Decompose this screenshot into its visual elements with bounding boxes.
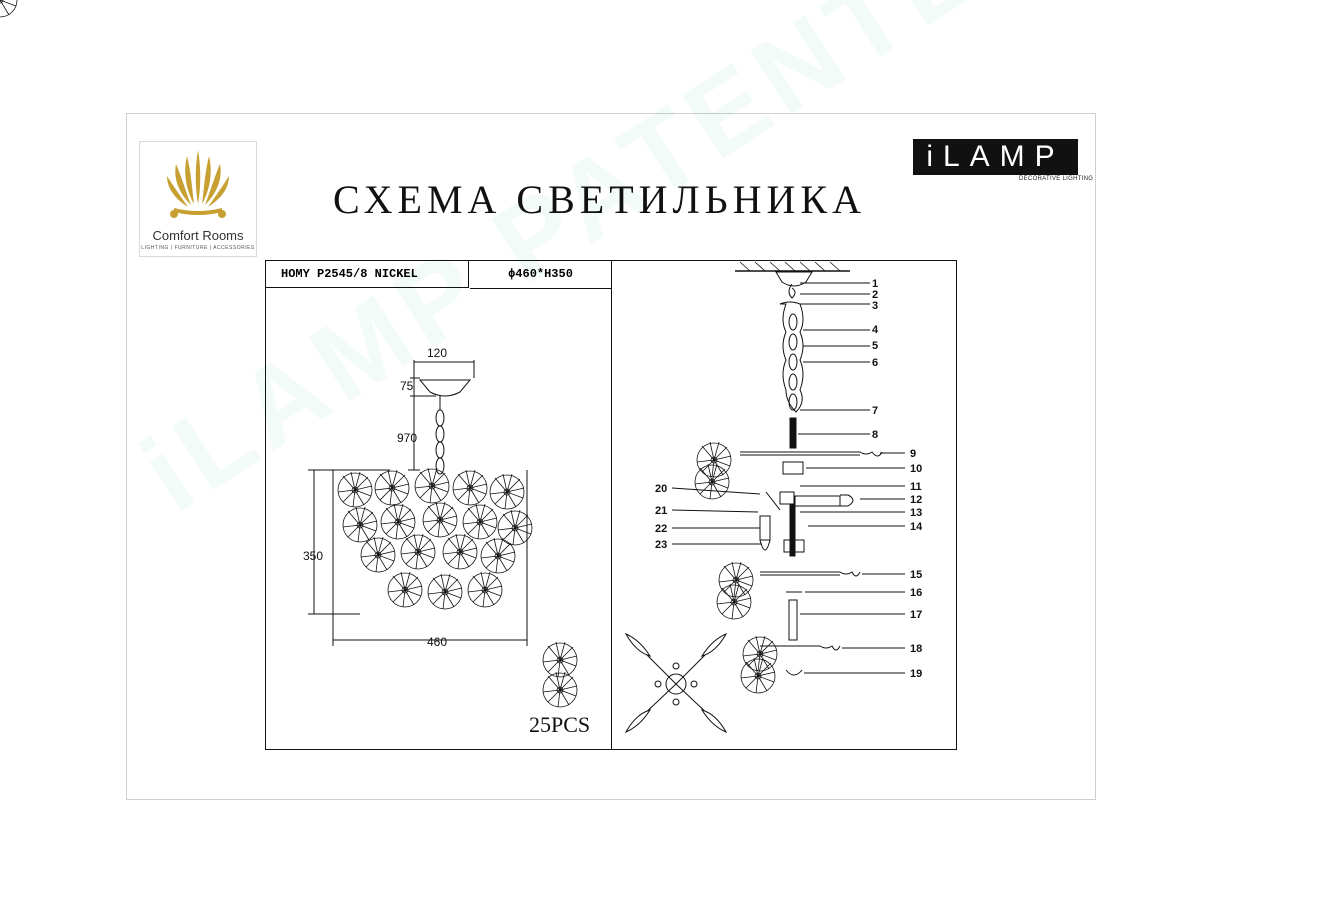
part-number-11: 11 [910,481,922,493]
part-number-12: 12 [910,494,922,506]
dim-body-width: 460 [427,635,447,649]
part-number-8: 8 [872,429,878,441]
part-number-6: 6 [872,357,878,369]
part-number-3: 3 [872,300,878,312]
crystal-count: 25PCS [529,712,591,737]
dim-body-height: 350 [303,549,323,563]
part-number-10: 10 [910,463,922,475]
left-panel: HOMY P2545/8 NICKEL ϕ460*H350 [265,260,612,749]
part-number-22: 22 [655,523,667,535]
part-number-5: 5 [872,340,878,352]
part-number-17: 17 [910,609,922,621]
part-number-21: 21 [655,505,667,517]
part-number-2: 2 [872,289,878,301]
comfort-rooms-logo: Comfort Rooms LIGHTING | FURNITURE | ACC… [139,141,257,257]
dim-canopy-height: 75 [400,379,414,393]
part-number-19: 19 [910,668,922,680]
part-number-7: 7 [872,405,878,417]
dimensions-label: ϕ460*H350 [470,260,611,289]
logo-name: Comfort Rooms [152,228,244,243]
part-number-14: 14 [910,521,923,533]
part-number-16: 16 [910,587,922,599]
model-label: HOMY P2545/8 NICKEL [265,260,469,288]
ilamp-tagline: DECORATIVE LIGHTING [1019,176,1094,182]
part-number-13: 13 [910,507,922,519]
part-number-4: 4 [872,324,879,336]
crystal-body [0,0,18,18]
part-number-9: 9 [910,448,916,460]
page-title: СХЕМА СВЕТИЛЬНИКА [333,177,866,222]
logo-tagline: LIGHTING | FURNITURE | ACCESSORIES [141,245,255,251]
part-number-1: 1 [872,278,878,290]
part-number-15: 15 [910,569,922,581]
crown-emblem-icon [167,150,229,218]
part-number-18: 18 [910,643,922,655]
part-number-23: 23 [655,539,667,551]
part-number-20: 20 [655,483,667,495]
dim-canopy-width: 120 [427,346,447,360]
dim-chain-length: 970 [397,431,417,445]
ilamp-logo: iLAMP [913,139,1078,175]
